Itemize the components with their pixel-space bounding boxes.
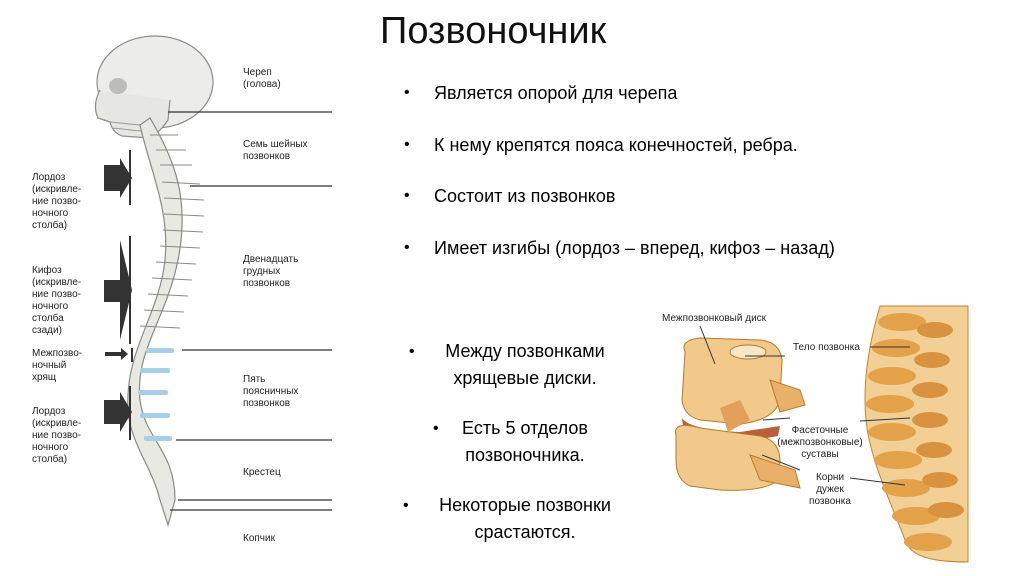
label-thoracic: Двенадцать грудных позвонков <box>243 254 299 289</box>
skull-illustration <box>94 35 214 139</box>
label-skull: Череп (голова) <box>243 67 281 90</box>
list-item: • Есть 5 отделов позвоночника. <box>433 418 588 465</box>
label-cervical: Семь шейных позвонков <box>243 139 308 162</box>
label-vertebral-body: Тело позвонка <box>793 342 860 353</box>
label-kyphosis: Кифоз (искривле- ние позво- ночного стол… <box>32 265 82 336</box>
bullet-list-top: •Является опорой для черепа •К нему креп… <box>404 78 1004 284</box>
label-intervertebral-disc: Межпозвонковый диск <box>662 313 767 324</box>
list-item: • Некоторые позвонки срастаются. <box>403 495 611 542</box>
list-item: •Имеет изгибы (лордоз – вперед, кифоз – … <box>404 237 835 258</box>
label-lordosis-upper: Лордоз (искривле- ние позво- ночного сто… <box>32 172 82 231</box>
vertebrae-illustration <box>675 305 969 563</box>
list-item: • Между позвонками хрящевые диски. <box>409 341 605 388</box>
label-sacrum: Крестец <box>243 467 281 478</box>
label-lumbar: Пять поясничных позвонков <box>243 374 299 409</box>
label-arch-roots: Корни дужек позвонка <box>809 472 851 507</box>
section-pointer-lines <box>168 111 332 511</box>
list-item: •Является опорой для черепа <box>404 83 678 103</box>
spine-column <box>127 117 205 528</box>
list-item: •Состоит из позвонков <box>404 186 616 206</box>
page-title: Позвоночник <box>380 10 607 52</box>
right-leader-lines <box>699 325 911 486</box>
curvature-arrows <box>104 150 133 440</box>
label-disc: Межпозво- ночный хрящ <box>32 348 83 383</box>
label-facet-joints: Фасеточные (межпозвонковые) суставы <box>777 425 863 460</box>
label-coccyx: Копчик <box>243 533 275 544</box>
list-item: •К нему крепятся пояса конечностей, ребр… <box>404 134 798 155</box>
label-lordosis-lower: Лордоз (искривле- ние позво- ночного сто… <box>32 406 82 465</box>
